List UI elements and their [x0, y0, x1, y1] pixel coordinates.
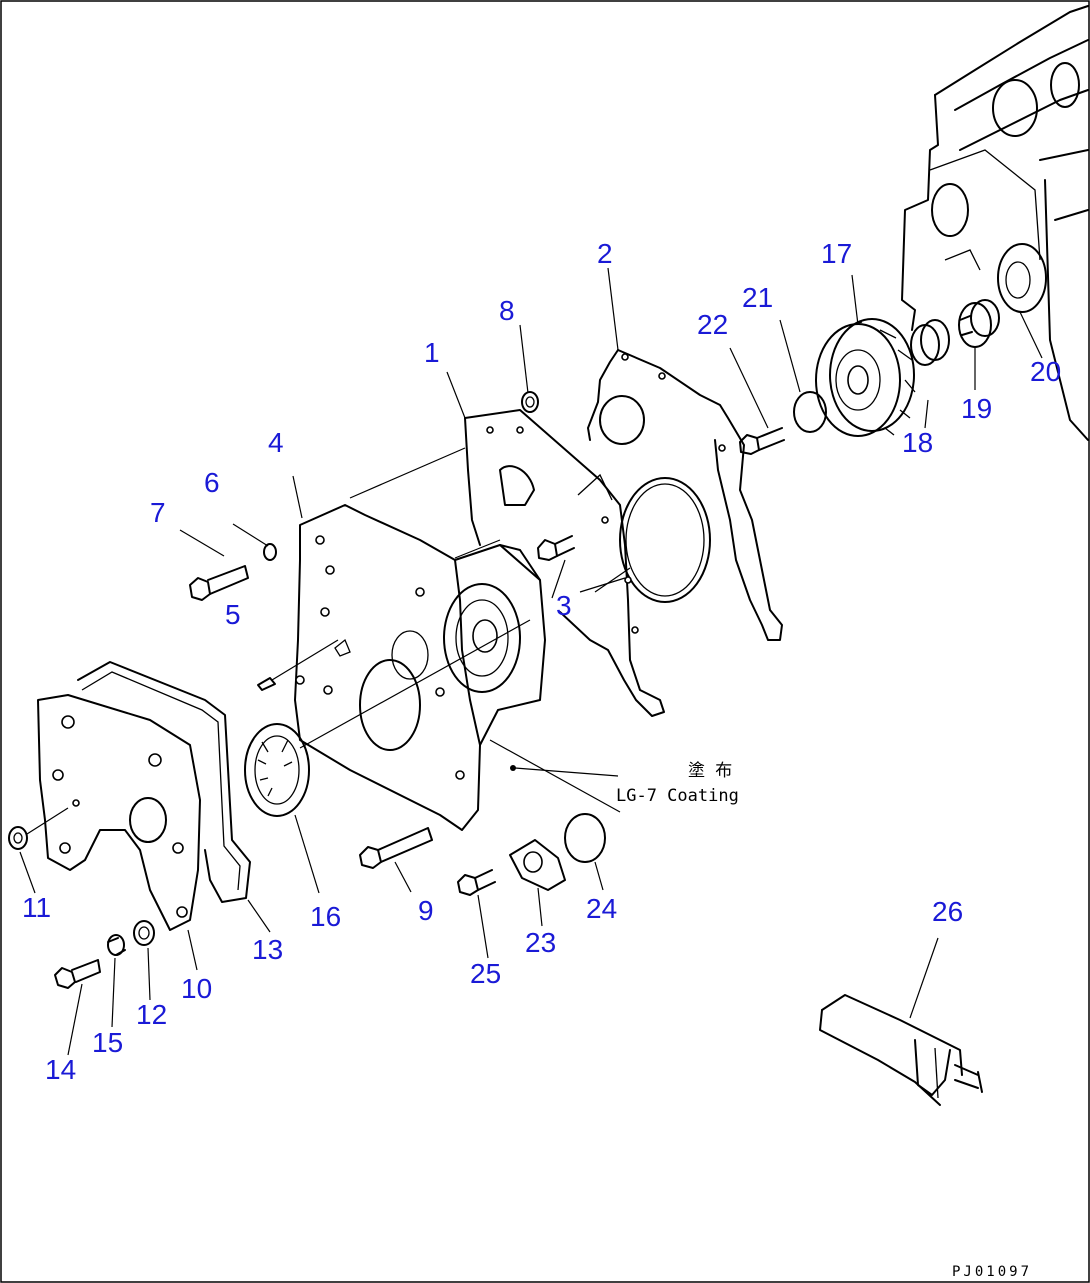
callout-20: 20	[1030, 356, 1061, 387]
coating-point-marker	[510, 765, 516, 771]
gasket	[587, 349, 783, 641]
bolt-25	[457, 869, 496, 896]
callout-6: 6	[204, 467, 220, 498]
callout-24: 24	[586, 893, 617, 924]
callout-10: 10	[181, 973, 212, 1004]
collar-15	[107, 934, 126, 956]
drawing-code: PJ01097	[952, 1264, 1032, 1280]
callout-9: 9	[418, 895, 434, 926]
callout-3: 3	[556, 590, 572, 621]
bushing-18	[910, 319, 950, 366]
dowel-5	[257, 639, 339, 691]
callout-8: 8	[499, 295, 515, 326]
bolt-22	[739, 427, 785, 455]
leader-lines	[19, 267, 1043, 1056]
nut-8	[521, 391, 539, 413]
callout-4: 4	[268, 427, 284, 458]
oil-seal	[244, 723, 310, 817]
cover-plate-23	[509, 839, 566, 891]
coating-note-english: LG-7 Coating	[616, 786, 739, 806]
callout-25: 25	[470, 958, 501, 989]
callout-11: 11	[22, 892, 51, 923]
bolt-7	[189, 565, 249, 601]
callout-19: 19	[961, 393, 992, 424]
callout-21: 21	[742, 282, 773, 313]
callout-14: 14	[45, 1054, 76, 1085]
washer-6	[263, 543, 277, 561]
gear-17	[815, 318, 916, 437]
callout-16: 16	[310, 901, 341, 932]
callout-5: 5	[225, 599, 241, 630]
o-ring-24	[564, 813, 606, 863]
bolt-14	[54, 959, 101, 989]
washer-11	[8, 807, 69, 850]
timing-plate	[464, 409, 711, 717]
tool-26	[819, 994, 983, 1106]
callout-labels: 1 2 3 4 5 6 7 8 9 10 11 12 13 14 15 16 1…	[22, 238, 1061, 1085]
bolt-3	[537, 535, 575, 561]
coating-note-japanese: 塗 布	[688, 760, 732, 781]
engine-block	[901, 5, 1089, 441]
bolt-9	[359, 827, 433, 869]
callout-17: 17	[821, 238, 852, 269]
callout-2: 2	[597, 238, 613, 269]
callout-18: 18	[902, 427, 933, 458]
callout-26: 26	[932, 896, 963, 927]
callout-1: 1	[424, 337, 440, 368]
callout-12: 12	[136, 999, 167, 1030]
callout-7: 7	[150, 497, 166, 528]
callout-23: 23	[525, 927, 556, 958]
shaft-19	[958, 299, 1000, 348]
washer-12	[133, 920, 155, 946]
front-cover	[37, 694, 201, 931]
gear-case	[294, 504, 546, 831]
callout-15: 15	[92, 1027, 123, 1058]
washer-21	[793, 391, 827, 433]
callout-22: 22	[697, 309, 728, 340]
cover-gasket	[77, 661, 251, 903]
callout-13: 13	[252, 934, 283, 965]
